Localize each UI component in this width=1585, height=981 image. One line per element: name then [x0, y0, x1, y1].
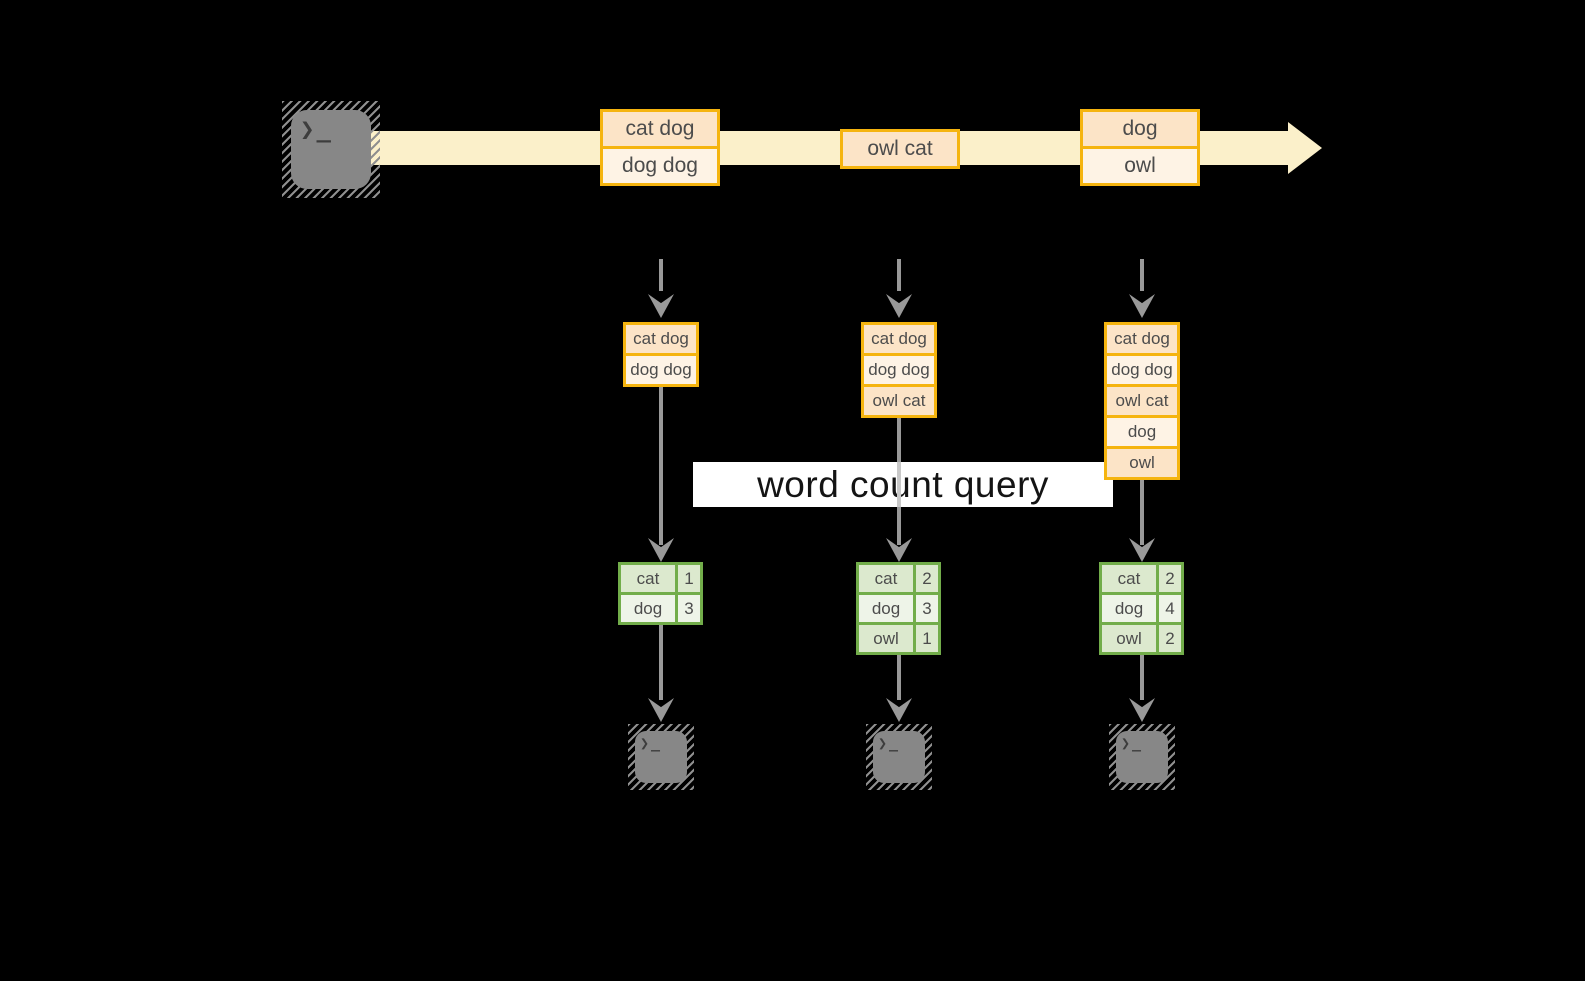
sink-terminal-icon: ❯_: [1109, 724, 1175, 790]
terminal-screen: [635, 731, 687, 783]
sink-terminal-icon: ❯_: [628, 724, 694, 790]
arrowhead-down-icon: [1129, 698, 1155, 722]
record-box: dog dog: [1104, 353, 1180, 387]
count-cell: 3: [675, 592, 703, 625]
table-row: owl 2: [1099, 622, 1184, 655]
word-cell: cat: [1099, 562, 1159, 595]
query-label-band: word count query: [693, 462, 1113, 507]
count-cell: 1: [675, 562, 703, 595]
count-cell: 3: [913, 592, 941, 625]
table-row: owl 1: [856, 622, 941, 655]
stream-batch-2: owl cat: [840, 129, 960, 169]
dataflow-arrow: [659, 384, 663, 545]
record-box: dog: [1104, 415, 1180, 449]
arrowhead-down-icon: [886, 698, 912, 722]
record-box: owl cat: [861, 384, 937, 418]
terminal-prompt-icon: ❯_: [300, 115, 333, 143]
sink-terminal-icon: ❯_: [866, 724, 932, 790]
word-cell: owl: [1099, 622, 1159, 655]
record-box: dog dog: [861, 353, 937, 387]
count-table-3: cat 2 dog 4 owl 2: [1099, 562, 1184, 655]
terminal-screen: [291, 110, 371, 189]
record-box: owl cat: [840, 129, 960, 169]
input-buffer-1: cat dog dog dog: [623, 322, 699, 387]
count-table-2: cat 2 dog 3 owl 1: [856, 562, 941, 655]
word-cell: cat: [856, 562, 916, 595]
dataflow-arrow: [1140, 477, 1144, 545]
dataflow-arrow: [1140, 653, 1144, 700]
count-cell: 4: [1156, 592, 1184, 625]
record-box: cat dog: [600, 109, 720, 149]
table-row: cat 2: [1099, 562, 1184, 595]
table-row: dog 3: [618, 592, 703, 625]
terminal-prompt-icon: ❯_: [1121, 734, 1144, 752]
stream-batch-3: dog owl: [1080, 109, 1200, 186]
dataflow-arrow: [897, 462, 901, 507]
terminal-screen: [873, 731, 925, 783]
terminal-screen: [1116, 731, 1168, 783]
record-box: owl: [1104, 446, 1180, 480]
word-cell: dog: [618, 592, 678, 625]
arrowhead-down-icon: [1129, 294, 1155, 318]
input-buffer-2: cat dog dog dog owl cat: [861, 322, 937, 418]
terminal-prompt-icon: ❯_: [640, 734, 663, 752]
arrowhead-down-icon: [648, 294, 674, 318]
stream-arrowhead-icon: [1288, 122, 1322, 174]
record-box: dog dog: [600, 146, 720, 186]
record-box: cat dog: [623, 322, 699, 356]
record-box: cat dog: [1104, 322, 1180, 356]
count-cell: 2: [1156, 622, 1184, 655]
word-cell: owl: [856, 622, 916, 655]
count-cell: 2: [913, 562, 941, 595]
terminal-prompt-icon: ❯_: [878, 734, 901, 752]
table-row: cat 1: [618, 562, 703, 595]
count-table-1: cat 1 dog 3: [618, 562, 703, 625]
query-label: word count query: [757, 463, 1049, 505]
source-terminal-icon: ❯_: [282, 101, 380, 198]
dashed-arrow: [897, 259, 901, 291]
stream-batch-1: cat dog dog dog: [600, 109, 720, 186]
table-row: cat 2: [856, 562, 941, 595]
dataflow-arrow: [897, 653, 901, 700]
table-row: dog 4: [1099, 592, 1184, 625]
word-cell: cat: [618, 562, 678, 595]
word-cell: dog: [1099, 592, 1159, 625]
dashed-arrow: [1140, 259, 1144, 291]
count-cell: 1: [913, 622, 941, 655]
dashed-arrow: [659, 259, 663, 291]
record-box: cat dog: [861, 322, 937, 356]
record-box: owl cat: [1104, 384, 1180, 418]
count-cell: 2: [1156, 562, 1184, 595]
arrowhead-down-icon: [648, 698, 674, 722]
arrowhead-down-icon: [886, 294, 912, 318]
record-box: owl: [1080, 146, 1200, 186]
table-row: dog 3: [856, 592, 941, 625]
word-cell: dog: [856, 592, 916, 625]
dataflow-arrow: [659, 623, 663, 700]
record-box: dog dog: [623, 353, 699, 387]
input-buffer-3: cat dog dog dog owl cat dog owl: [1104, 322, 1180, 480]
record-box: dog: [1080, 109, 1200, 149]
